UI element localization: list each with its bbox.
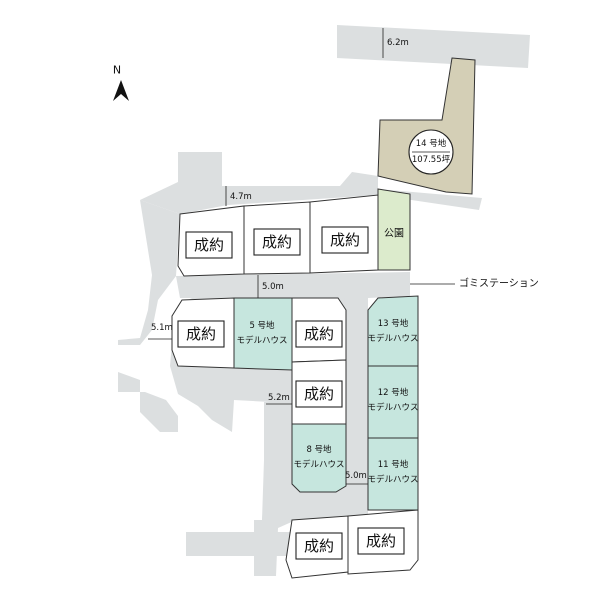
compass: N	[113, 64, 129, 101]
model-8-number: 8 号地	[306, 444, 332, 455]
dim-6-2m: 6.2m	[382, 28, 409, 58]
road-dimensions: 6.2m 4.7m 5.0m 5.1m 5.2m 5.0m	[148, 28, 409, 485]
model-8-type: モデルハウス	[293, 459, 344, 470]
model-lot-13	[367, 295, 419, 367]
svg-text:4.7m: 4.7m	[230, 192, 252, 202]
model-13-type: モデルハウス	[367, 333, 418, 344]
bottom-road	[186, 532, 292, 556]
lot-14-number: 14 号地	[416, 138, 447, 149]
model-lot-8	[291, 423, 347, 493]
model-12-number: 12 号地	[378, 387, 409, 398]
sold-tag-5: 成約	[295, 320, 343, 348]
model-lot-11	[367, 437, 419, 511]
model-11-type: モデルハウス	[367, 474, 418, 485]
compass-north-label: N	[113, 64, 121, 77]
sold-tag-1: 成約	[185, 231, 233, 259]
park-label: 公園	[384, 228, 404, 240]
upper-road	[140, 152, 482, 214]
model-lot-12	[367, 365, 419, 439]
svg-text:成約: 成約	[330, 231, 360, 249]
lot-14-area: 107.55坪	[412, 155, 451, 165]
sold-tag-8: 成約	[357, 527, 405, 555]
dim-5-1m: 5.1m	[148, 323, 173, 340]
model-13-number: 13 号地	[378, 318, 409, 329]
dim-4-7m: 4.7m	[225, 186, 252, 206]
top-road	[337, 25, 530, 68]
north-arrow-icon	[113, 80, 129, 101]
svg-text:5.2m: 5.2m	[268, 393, 290, 403]
svg-text:成約: 成約	[304, 385, 334, 403]
svg-text:5.0m: 5.0m	[262, 282, 284, 292]
sold-tag-7: 成約	[295, 532, 343, 560]
svg-text:成約: 成約	[262, 233, 292, 251]
model-11-number: 11 号地	[378, 459, 409, 470]
sold-tag-2: 成約	[253, 228, 301, 256]
svg-text:成約: 成約	[194, 236, 224, 254]
svg-text:成約: 成約	[366, 532, 396, 550]
model-5-number: 5 号地	[249, 320, 275, 331]
model-house-labels: 5 号地 モデルハウス 13 号地 モデルハウス 12 号地 モデルハウス 8 …	[236, 318, 418, 485]
dim-5-0m-right: 5.0m	[345, 471, 368, 485]
left-road	[118, 200, 180, 432]
model-12-type: モデルハウス	[367, 402, 418, 413]
sold-tag-6: 成約	[295, 380, 343, 408]
dim-5-2m: 5.2m	[266, 393, 292, 405]
sold-tag-4: 成約	[177, 320, 225, 348]
garbage-station: ゴミステーション	[410, 277, 539, 290]
svg-text:成約: 成約	[186, 325, 216, 343]
svg-text:5.1m: 5.1m	[151, 323, 173, 333]
right-road	[344, 296, 368, 510]
svg-text:成約: 成約	[304, 537, 334, 555]
model-5-type: モデルハウス	[236, 335, 287, 346]
svg-text:5.0m: 5.0m	[345, 471, 367, 481]
svg-text:成約: 成約	[304, 325, 334, 343]
garbage-station-label: ゴミステーション	[459, 277, 539, 290]
dim-5-0m-mid: 5.0m	[257, 275, 284, 298]
branch-road	[262, 402, 294, 520]
sold-tags: 成約 成約 成約 成約 成約 成約 成約 成約	[177, 226, 405, 560]
svg-text:6.2m: 6.2m	[387, 38, 409, 48]
model-lot-5	[233, 297, 293, 371]
sold-tag-3: 成約	[321, 226, 369, 254]
